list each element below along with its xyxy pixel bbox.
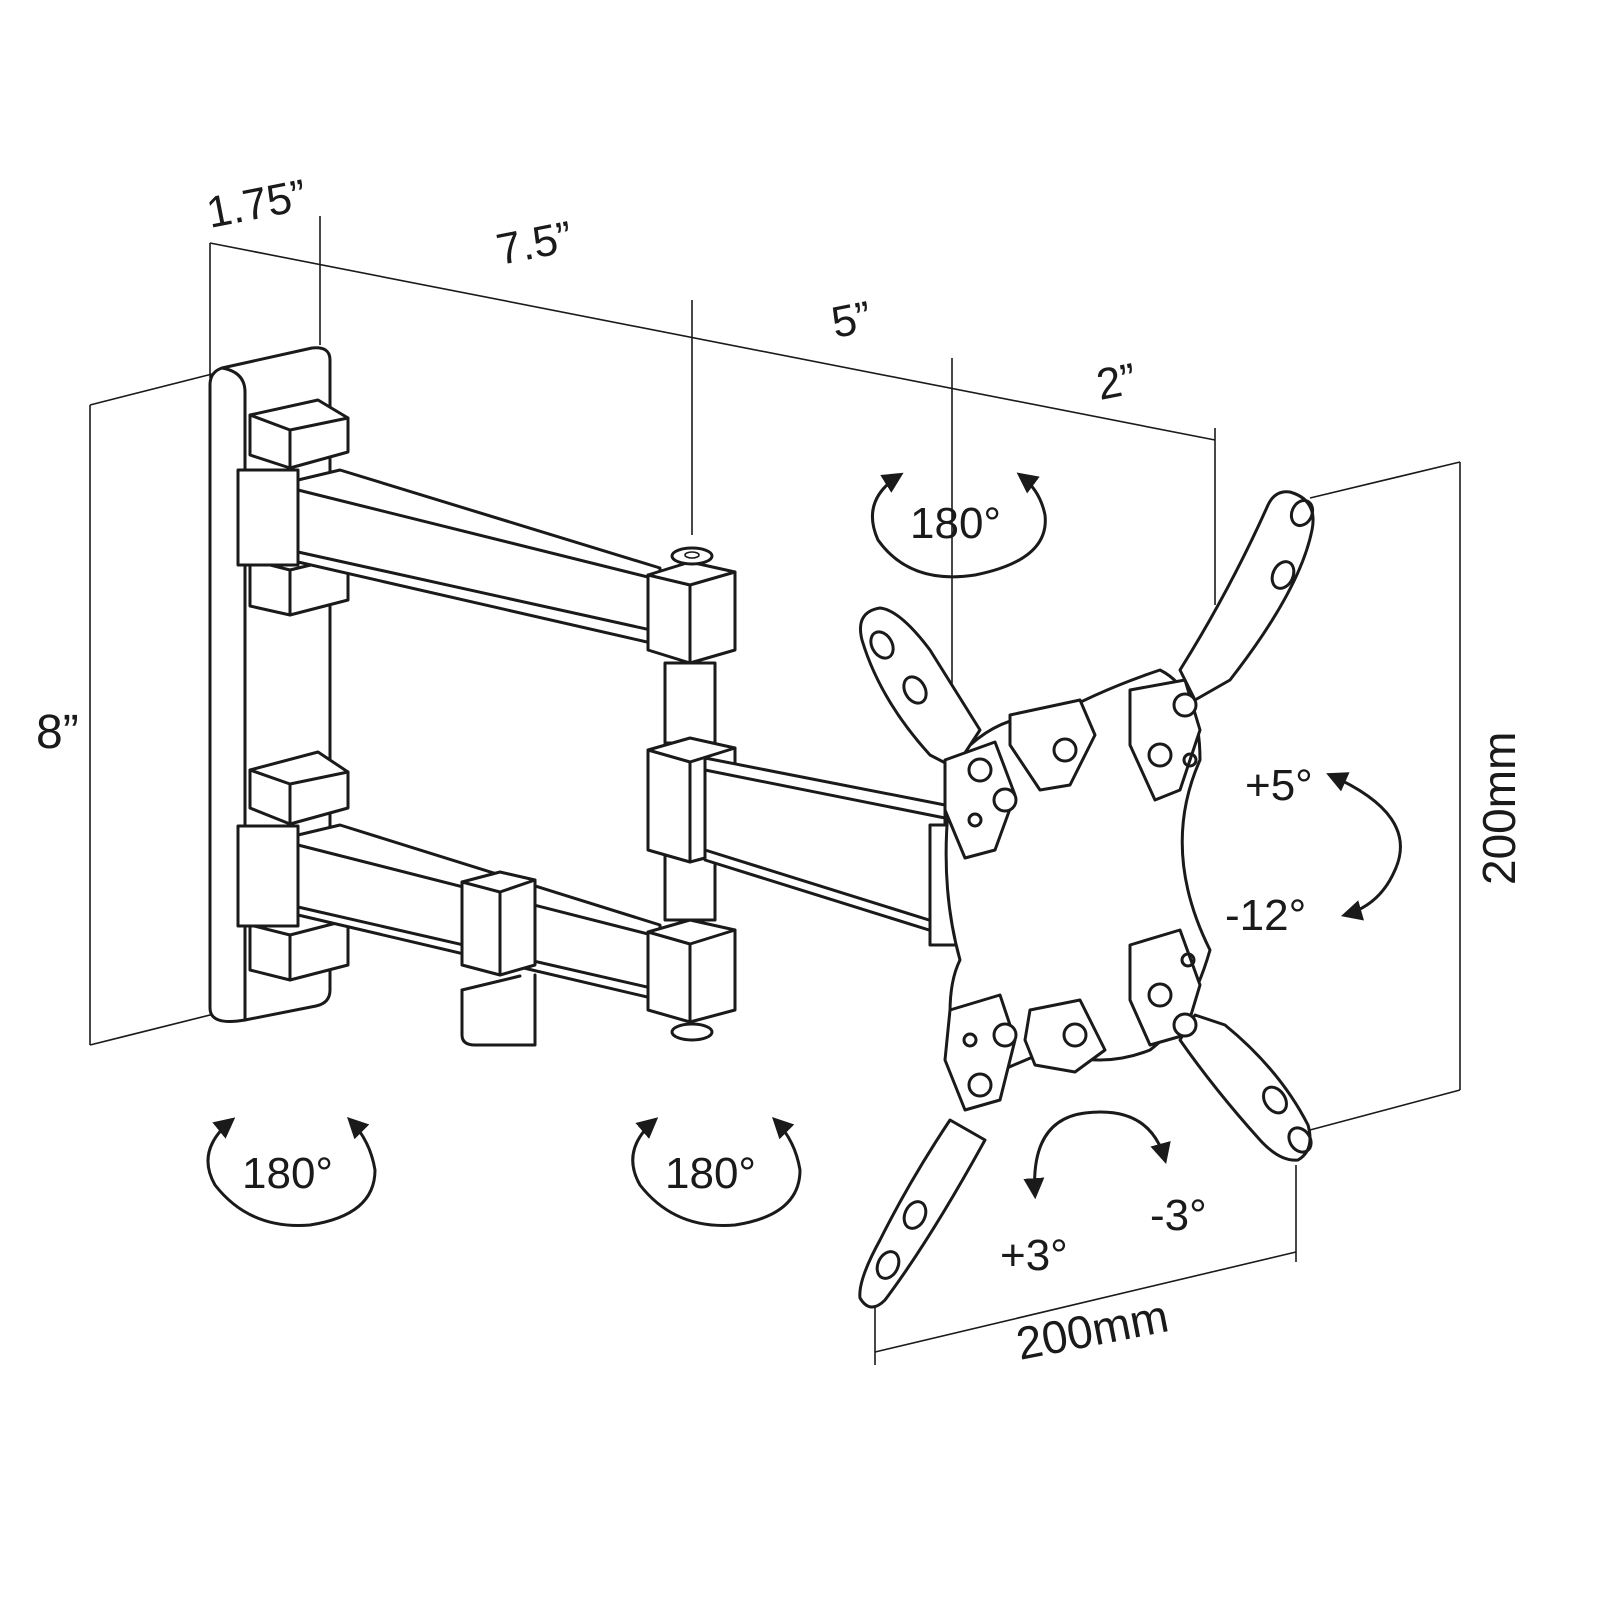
vesa-head — [858, 490, 1315, 1309]
label-tilt-down: -12° — [1225, 891, 1306, 940]
label-elbow-swivel: 180° — [665, 1149, 756, 1198]
label-arm-two: 5” — [828, 292, 876, 348]
mount-holes — [869, 498, 1315, 1280]
label-vesa-horizontal: 200mm — [1012, 1290, 1172, 1370]
label-level-right: -3° — [1150, 1191, 1207, 1240]
label-arm-one: 7.5” — [493, 212, 577, 275]
lower-arm — [296, 823, 737, 1047]
label-tilt-up: +5° — [1245, 761, 1313, 810]
fore-arm — [646, 736, 962, 947]
dimension-lines — [89, 216, 1461, 1365]
label-top-swivel: 180° — [910, 499, 1001, 548]
label-wall-swivel: 180° — [242, 1149, 333, 1198]
label-plate-depth: 1.75” — [203, 171, 311, 238]
rotation-indicators — [206, 472, 1402, 1227]
label-height: 8” — [36, 706, 79, 759]
label-vesa-vertical: 200mm — [1473, 732, 1525, 885]
label-level-left: +3° — [1000, 1231, 1068, 1280]
label-head-depth: 2” — [1093, 354, 1141, 410]
upper-arm — [296, 468, 737, 922]
